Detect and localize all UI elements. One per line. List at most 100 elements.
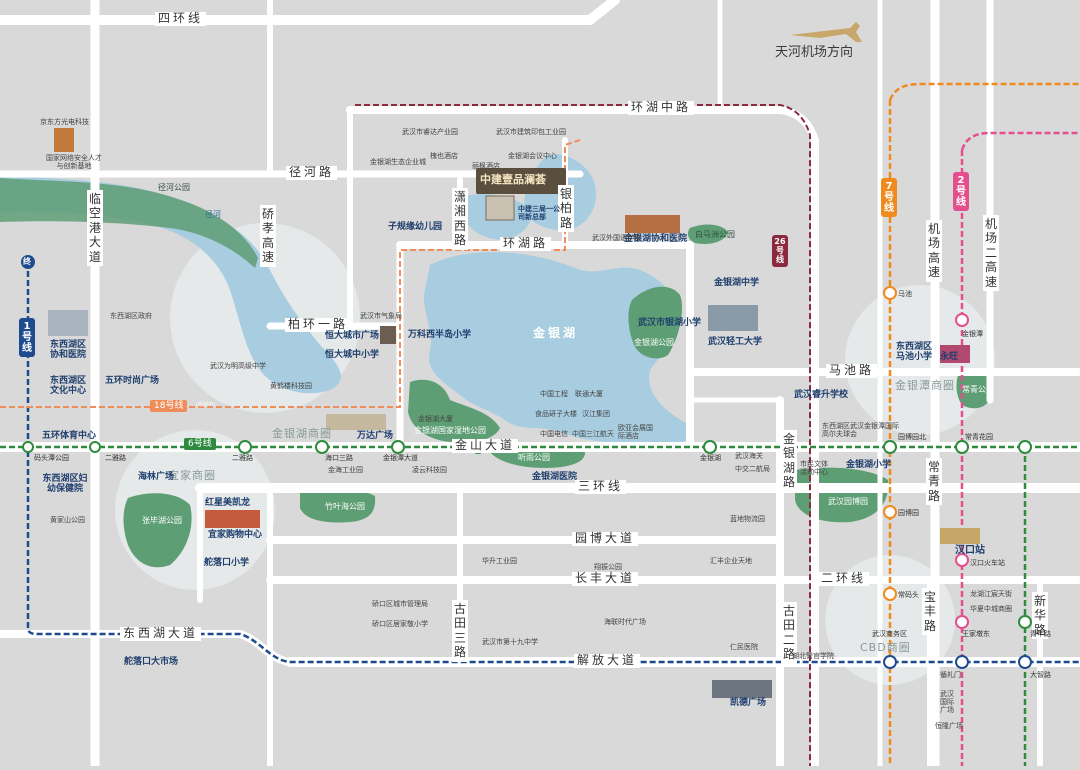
metro-station-marker	[238, 440, 252, 454]
zhangbi-park-shape	[123, 493, 192, 568]
project-banner	[476, 168, 566, 194]
metro-station-marker	[703, 440, 717, 454]
station-label: 大智路	[1030, 671, 1051, 679]
poi-school19: 武汉市第十九中学	[482, 638, 538, 646]
metro-station-marker	[1018, 615, 1032, 629]
poi-hengda-plaza: 恒大城市广场	[325, 331, 380, 341]
poi-wuhuan-sport: 五环体育中心	[42, 431, 97, 441]
poi-xiuhu: 槐也酒店	[430, 152, 458, 160]
area-label-jinyintan: 金银潭商圈	[895, 379, 955, 392]
road-label-jichang-ergaosu: 机场二高速	[983, 215, 999, 291]
poi-shipin: 食品研子大楼	[535, 410, 577, 418]
poi-printing: 武汉市建筑印包工业园	[496, 128, 566, 136]
poi-jinli: 丽枫酒店	[472, 162, 500, 170]
metro-station-marker	[883, 587, 897, 601]
metro-station-marker	[955, 440, 969, 454]
poi-maternity: 东西湖区妇幼保健院	[42, 474, 88, 495]
poi-light-industry: 武汉轻工大学	[708, 337, 763, 347]
metro-station-marker	[955, 313, 969, 327]
poi-sheluokou: 舵落口小学	[204, 558, 250, 568]
poi-customs: 武汉海关	[735, 452, 763, 460]
metro-line-1-tag: 1号线	[19, 318, 35, 357]
metro-station-marker	[883, 286, 897, 300]
poi-huanghe: 黄鹤楼科技园	[270, 382, 312, 390]
metro-station-marker	[883, 505, 897, 519]
road-label-huanhu-zhonglu: 环湖中路	[628, 100, 695, 115]
poi-yijia: 宜家购物中心	[208, 530, 263, 540]
baimazhou-park-shape	[687, 224, 728, 244]
line1-terminal-label: 终	[23, 257, 31, 266]
station-label: 二雅路	[105, 454, 126, 462]
poi-lianyu: 联通大厦	[575, 390, 603, 398]
poi-hanjian: 汉江集团	[582, 410, 610, 418]
wetland-park-shape	[408, 379, 500, 443]
park-label-changqing: 常青公园	[962, 385, 994, 394]
poi-machi-primary: 东西湖区马池小学	[896, 342, 933, 363]
poi-wuhuan-square: 五环时尚广场	[105, 376, 160, 386]
metro-station-marker	[315, 440, 329, 454]
mall-building-icon	[205, 510, 260, 528]
poi-jd: 京东方光电科技	[40, 118, 89, 126]
university-building-icon	[708, 305, 758, 331]
road-label-baofeng-lu: 宝丰路	[922, 588, 938, 636]
poi-huasheng: 华升工业园	[482, 557, 517, 565]
poi-culture-center: 东西湖区文化中心	[49, 376, 86, 397]
jinyinhu-lake	[423, 252, 693, 446]
metro-station-marker	[391, 440, 405, 454]
road-label-dongxihu-dadao: 东西湖大道	[120, 626, 202, 641]
project-subtitle: 中建三局一公司新总部	[518, 205, 560, 222]
metro-line-2-tag: 2号线	[953, 172, 969, 211]
metro-station-marker	[1018, 440, 1032, 454]
station-label: 园博园	[898, 509, 919, 517]
project-name: 中建壹品澜荟	[480, 173, 546, 186]
poi-jushan: 硚口区居家敬小学	[372, 620, 428, 628]
station-label: 循礼门	[940, 671, 961, 679]
park-label-wetland: 金银湖国家湿地公园	[414, 426, 486, 435]
metro-station-marker	[89, 441, 101, 453]
metro-line-26-path	[355, 104, 811, 766]
metro-station-marker	[883, 440, 897, 454]
road-label-yuanbo-dadao: 园博大道	[572, 531, 639, 546]
road-label-erhuan: 二环线	[818, 571, 870, 586]
station-label: 金银湖	[700, 454, 721, 462]
metro-station-marker	[22, 441, 34, 453]
poi-international: 欧亚会展国际酒店	[618, 424, 653, 441]
line1-terminal-marker	[21, 255, 35, 269]
jinghe-river-label: 径河	[205, 210, 221, 219]
station-label: 武汉商务区	[872, 630, 907, 638]
poi-zhongda: 中交二航局	[735, 465, 770, 473]
road-label-gutian-erlu: 古田二路	[781, 602, 797, 664]
building-icon	[54, 128, 74, 152]
poi-haishang: 海联时代广场	[604, 618, 646, 626]
metro-station-marker	[955, 553, 969, 567]
metro-line-7-tag: 7号线	[881, 178, 897, 217]
poi-dongxihu-xiehe: 东西湖区协和医院	[49, 340, 86, 361]
station-label: 金银潭	[962, 330, 983, 338]
poi-wanda: 万达广场	[357, 431, 394, 441]
metro-line-26-tag: 26号线	[772, 235, 788, 268]
zhuyehai-park-shape	[300, 488, 376, 523]
poi-ecomall: 金海工业园	[328, 466, 363, 474]
poi-longjia: 龙湖江宸天街	[970, 590, 1012, 598]
poi-jinyinhu-primary: 金银湖小学	[846, 460, 892, 470]
road-label-jiefang-dadao: 解放大道	[574, 653, 641, 668]
road-label-jinghe-lu: 径河路	[286, 165, 338, 180]
park-label-zhuyehai: 竹叶海公园	[325, 502, 365, 511]
poi-yinhu-primary: 武汉市银湖小学	[638, 318, 702, 328]
poi-hankou-mgmt: 硚口区城市管理局	[372, 600, 428, 608]
poi-meteorology: 武汉市气象局	[360, 312, 402, 320]
yongwang-building-icon	[940, 345, 970, 363]
poi-hubei-police: 湖北警官学院	[792, 652, 834, 660]
road-label-yinbai-lu: 银柏路	[558, 185, 574, 233]
poi-fukang: 翔振公园	[594, 563, 622, 571]
building-icon	[380, 326, 396, 344]
jinyinhu-park-shape	[628, 286, 683, 359]
poi-longfeng: 金银湖大厦	[418, 415, 453, 423]
changqing-park-shape	[956, 368, 992, 409]
park-label-jinghe: 径河公园	[158, 183, 190, 192]
area-label-yijia: 宜家商圈	[168, 469, 216, 482]
hospital-building-icon	[625, 215, 680, 233]
road-label-changfeng-dadao: 长丰大道	[572, 571, 639, 586]
